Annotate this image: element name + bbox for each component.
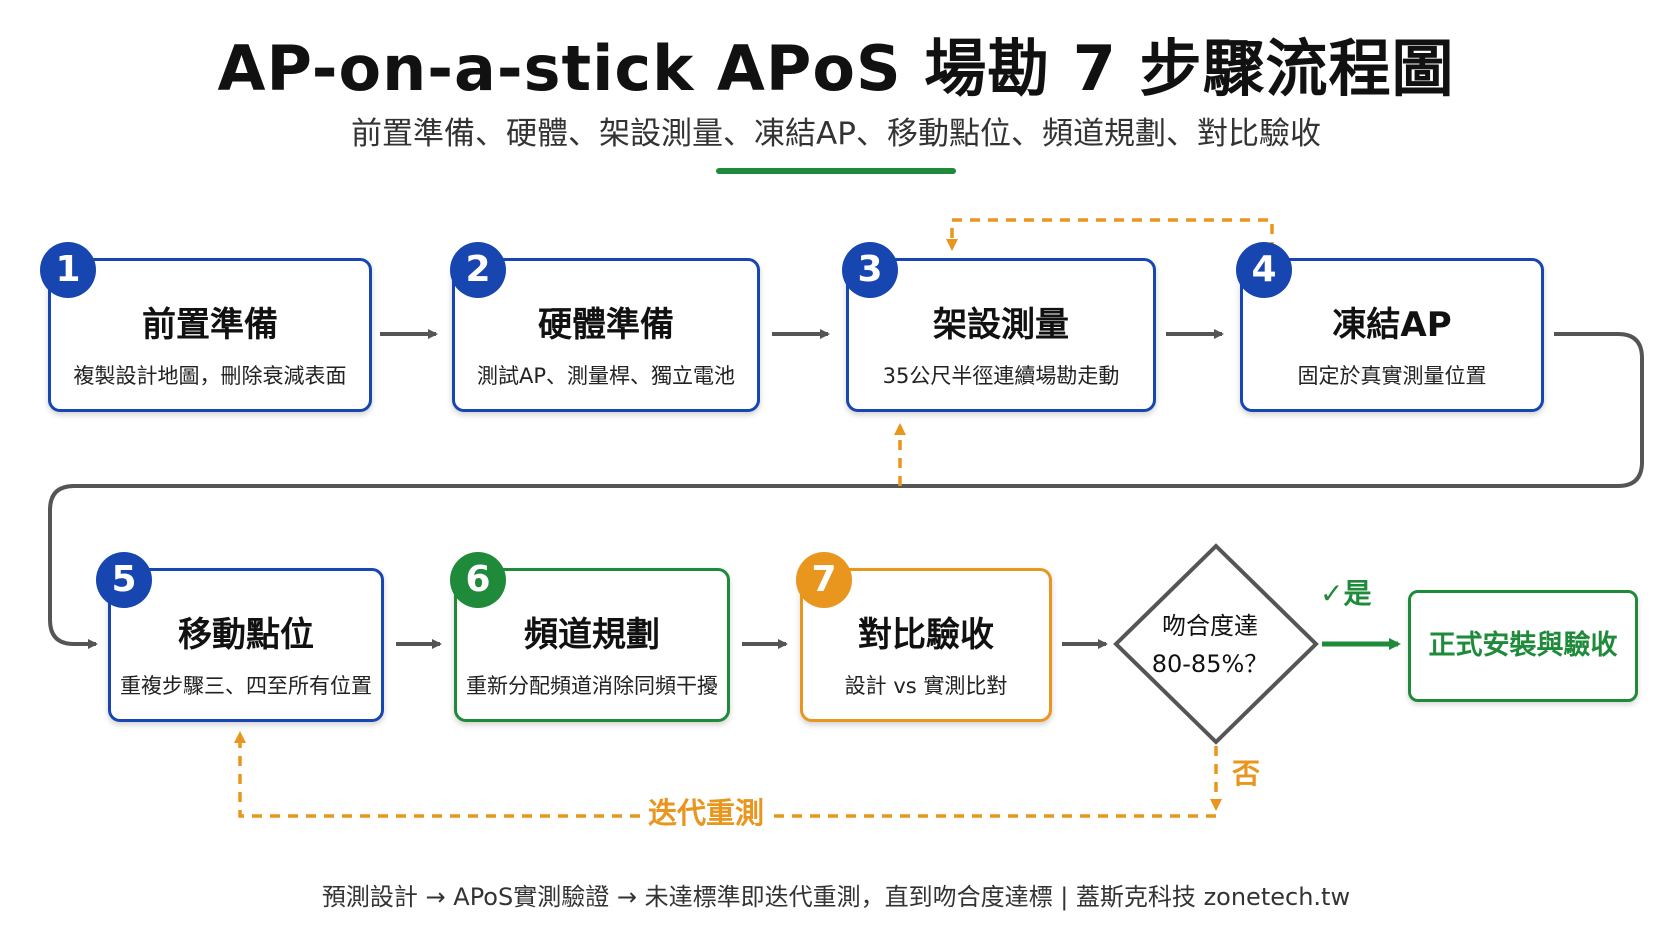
step-badge-6: 6 — [450, 552, 506, 608]
iterate-label: 迭代重測 — [640, 790, 773, 832]
step-desc: 複製設計地圖，刪除衰減表面 — [73, 364, 347, 388]
step-desc: 35公尺半徑連續場勘走動 — [882, 364, 1120, 388]
decision-diamond — [1113, 543, 1319, 745]
step-box-4: 凍結AP 固定於真實測量位置 — [1240, 258, 1544, 412]
step-badge-2: 2 — [450, 242, 506, 298]
step-box-5: 移動點位 重複步驟三、四至所有位置 — [108, 568, 384, 722]
page-title: AP-on-a-stick APoS 場勘 7 步驟流程圖 — [217, 32, 1455, 105]
step-badge-4: 4 — [1236, 242, 1292, 298]
step-badge-7: 7 — [796, 552, 852, 608]
step-title: 凍結AP — [1332, 305, 1452, 345]
connector-4-5 — [48, 332, 1644, 649]
step-badge-3: 3 — [842, 242, 898, 298]
page-subtitle: 前置準備、硬體、架設測量、凍結AP、移動點位、頻道規劃、對比驗收 — [351, 116, 1321, 152]
step-badge-5: 5 — [96, 552, 152, 608]
step-badge-1: 1 — [40, 242, 96, 298]
step-box-1: 前置準備 複製設計地圖，刪除衰減表面 — [48, 258, 372, 412]
no-label: 否 — [1232, 757, 1261, 790]
decision-line-2: 80-85%？ — [1151, 650, 1269, 678]
step-desc: 重複步驟三、四至所有位置 — [120, 674, 372, 698]
footer-caption: 預測設計 → APoS實測驗證 → 未達標準即迭代重測，直到吻合度達標 | 蓋斯… — [321, 883, 1351, 911]
final-step-box: 正式安裝與驗收 — [1408, 590, 1638, 702]
step-box-2: 硬體準備 測試AP、測量桿、獨立電池 — [452, 258, 760, 412]
step-title: 移動點位 — [178, 615, 314, 655]
step-title: 硬體準備 — [538, 305, 674, 345]
step-desc: 重新分配頻道消除同頻干擾 — [466, 674, 718, 698]
step-box-3: 架設測量 35公尺半徑連續場勘走動 — [846, 258, 1156, 412]
iterate-loop — [234, 731, 1216, 818]
title-underline — [716, 168, 956, 174]
step-desc: 固定於真實測量位置 — [1297, 364, 1487, 388]
yes-label: ✓是 — [1320, 577, 1372, 610]
step-title: 架設測量 — [933, 305, 1069, 345]
step-desc: 設計 vs 實測比對 — [844, 674, 1008, 698]
step-title: 前置準備 — [142, 305, 278, 345]
step-title: 對比驗收 — [858, 615, 994, 655]
step-desc: 測試AP、測量桿、獨立電池 — [476, 364, 736, 388]
step-title: 頻道規劃 — [524, 615, 660, 655]
decision-line-1: 吻合度達 — [1162, 612, 1258, 640]
feedback-4-3 — [946, 218, 1274, 252]
